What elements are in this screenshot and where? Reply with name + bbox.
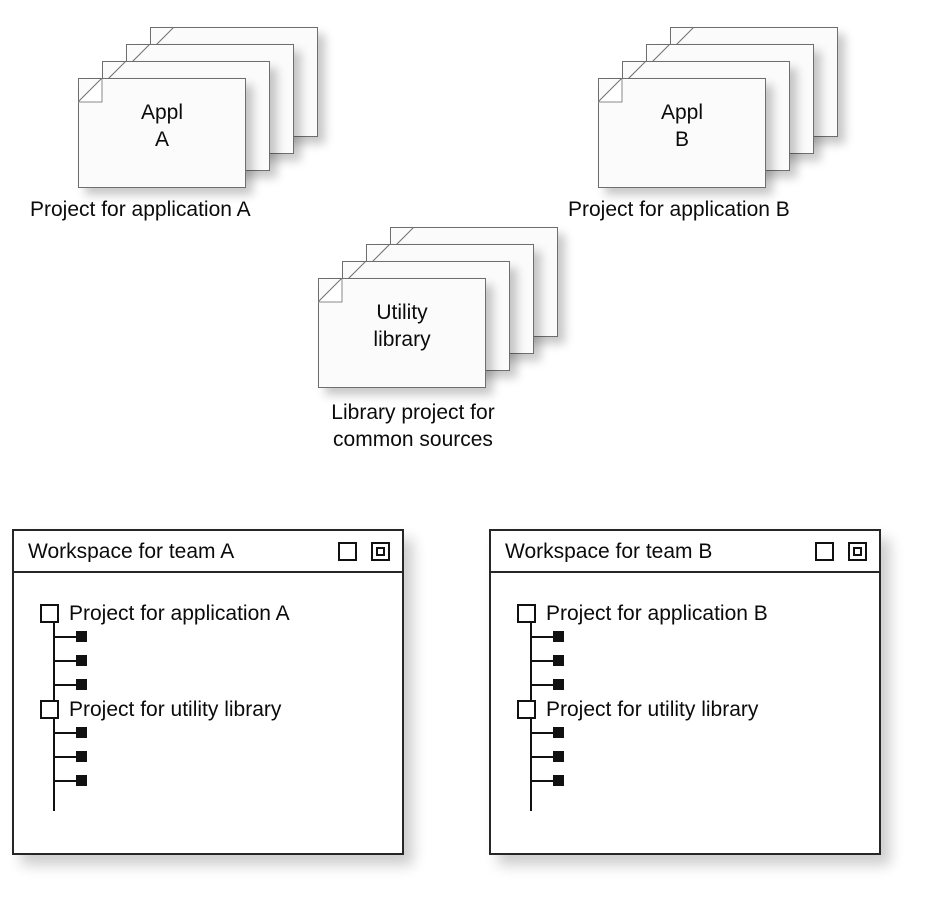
stack-caption-project-app-a: Project for application A bbox=[30, 198, 251, 221]
document-card-label: Appl B bbox=[660, 101, 704, 151]
document-card-front: Appl A bbox=[78, 78, 246, 188]
window-body: Project for application B Project for ut… bbox=[491, 573, 879, 853]
tree-node-label: Project for application B bbox=[546, 601, 768, 625]
tree-leaf-connector bbox=[531, 683, 553, 686]
project-node-icon bbox=[40, 603, 59, 623]
document-stack-project-app-a: Appl A bbox=[78, 27, 330, 188]
tree-node-project[interactable]: Project for application B bbox=[517, 601, 768, 625]
tree-leaf-icon bbox=[553, 631, 564, 642]
tree-leaf-icon bbox=[553, 679, 564, 690]
document-card-front: Appl B bbox=[598, 78, 766, 188]
tree-leaf-item[interactable] bbox=[531, 751, 564, 762]
tree-leaf-item[interactable] bbox=[531, 679, 564, 690]
tree-leaf-icon bbox=[553, 751, 564, 762]
minimize-button[interactable] bbox=[815, 541, 834, 561]
tree-leaf-icon bbox=[553, 655, 564, 666]
window-titlebar[interactable]: Workspace for team A bbox=[14, 531, 402, 573]
tree-leaf-icon bbox=[76, 631, 87, 642]
project-node-icon bbox=[40, 699, 59, 719]
tree-leaf-item[interactable] bbox=[54, 631, 87, 642]
project-tree[interactable]: Project for application A Project for ut… bbox=[40, 603, 396, 853]
window-title: Workspace for team A bbox=[28, 540, 235, 562]
tree-leaf-connector bbox=[531, 731, 553, 734]
project-node-icon bbox=[517, 699, 536, 719]
tree-leaf-item[interactable] bbox=[531, 631, 564, 642]
document-stack: Utility library bbox=[318, 227, 570, 388]
restore-button[interactable] bbox=[371, 541, 390, 561]
tree-node-project[interactable]: Project for utility library bbox=[40, 697, 282, 721]
titlebar-buttons bbox=[338, 541, 402, 561]
document-card-label: Appl A bbox=[140, 101, 184, 151]
document-stack: Appl B bbox=[598, 27, 850, 188]
window-workspace-team-b[interactable]: Workspace for team B Project for applica… bbox=[489, 529, 881, 855]
window-title: Workspace for team B bbox=[505, 540, 713, 562]
tree-node-project[interactable]: Project for application A bbox=[40, 601, 290, 625]
project-node-icon bbox=[517, 603, 536, 623]
restore-button[interactable] bbox=[848, 541, 867, 561]
tree-leaf-item[interactable] bbox=[531, 655, 564, 666]
document-card-label: Utility library bbox=[373, 301, 431, 351]
tree-leaf-icon bbox=[76, 775, 87, 786]
tree-leaf-item[interactable] bbox=[531, 775, 564, 786]
tree-leaf-icon bbox=[76, 655, 87, 666]
project-tree[interactable]: Project for application B Project for ut… bbox=[517, 603, 873, 853]
window-body: Project for application A Project for ut… bbox=[14, 573, 402, 853]
document-stack-utility-library: Utility library bbox=[318, 227, 570, 388]
document-stack-project-app-b: Appl B bbox=[598, 27, 850, 188]
tree-node-project[interactable]: Project for utility library bbox=[517, 697, 759, 721]
tree-leaf-connector bbox=[54, 779, 76, 782]
window-titlebar[interactable]: Workspace for team B bbox=[491, 531, 879, 573]
tree-node-label: Project for utility library bbox=[69, 697, 282, 721]
tree-leaf-icon bbox=[76, 679, 87, 690]
tree-leaf-icon bbox=[76, 751, 87, 762]
tree-leaf-connector bbox=[54, 755, 76, 758]
tree-node-label: Project for application A bbox=[69, 601, 290, 625]
tree-leaf-item[interactable] bbox=[54, 775, 87, 786]
tree-leaf-item[interactable] bbox=[54, 655, 87, 666]
tree-leaf-connector bbox=[531, 659, 553, 662]
stack-caption-utility-library: Library project for common sources bbox=[331, 401, 495, 451]
tree-leaf-icon bbox=[553, 775, 564, 786]
document-card-front: Utility library bbox=[318, 278, 486, 388]
minimize-button[interactable] bbox=[338, 541, 357, 561]
window-workspace-team-a[interactable]: Workspace for team A Project for applica… bbox=[12, 529, 404, 855]
tree-leaf-connector bbox=[54, 635, 76, 638]
tree-leaf-icon bbox=[76, 727, 87, 738]
tree-leaf-connector bbox=[54, 683, 76, 686]
stack-caption-project-app-b: Project for application B bbox=[568, 198, 790, 221]
tree-leaf-connector bbox=[531, 755, 553, 758]
titlebar-buttons bbox=[815, 541, 879, 561]
tree-leaf-item[interactable] bbox=[531, 727, 564, 738]
document-stack: Appl A bbox=[78, 27, 330, 188]
tree-leaf-item[interactable] bbox=[54, 679, 87, 690]
tree-leaf-connector bbox=[54, 659, 76, 662]
tree-leaf-connector bbox=[531, 635, 553, 638]
tree-leaf-icon bbox=[553, 727, 564, 738]
tree-leaf-connector bbox=[54, 731, 76, 734]
tree-node-label: Project for utility library bbox=[546, 697, 759, 721]
tree-leaf-item[interactable] bbox=[54, 751, 87, 762]
tree-leaf-item[interactable] bbox=[54, 727, 87, 738]
tree-leaf-connector bbox=[531, 779, 553, 782]
